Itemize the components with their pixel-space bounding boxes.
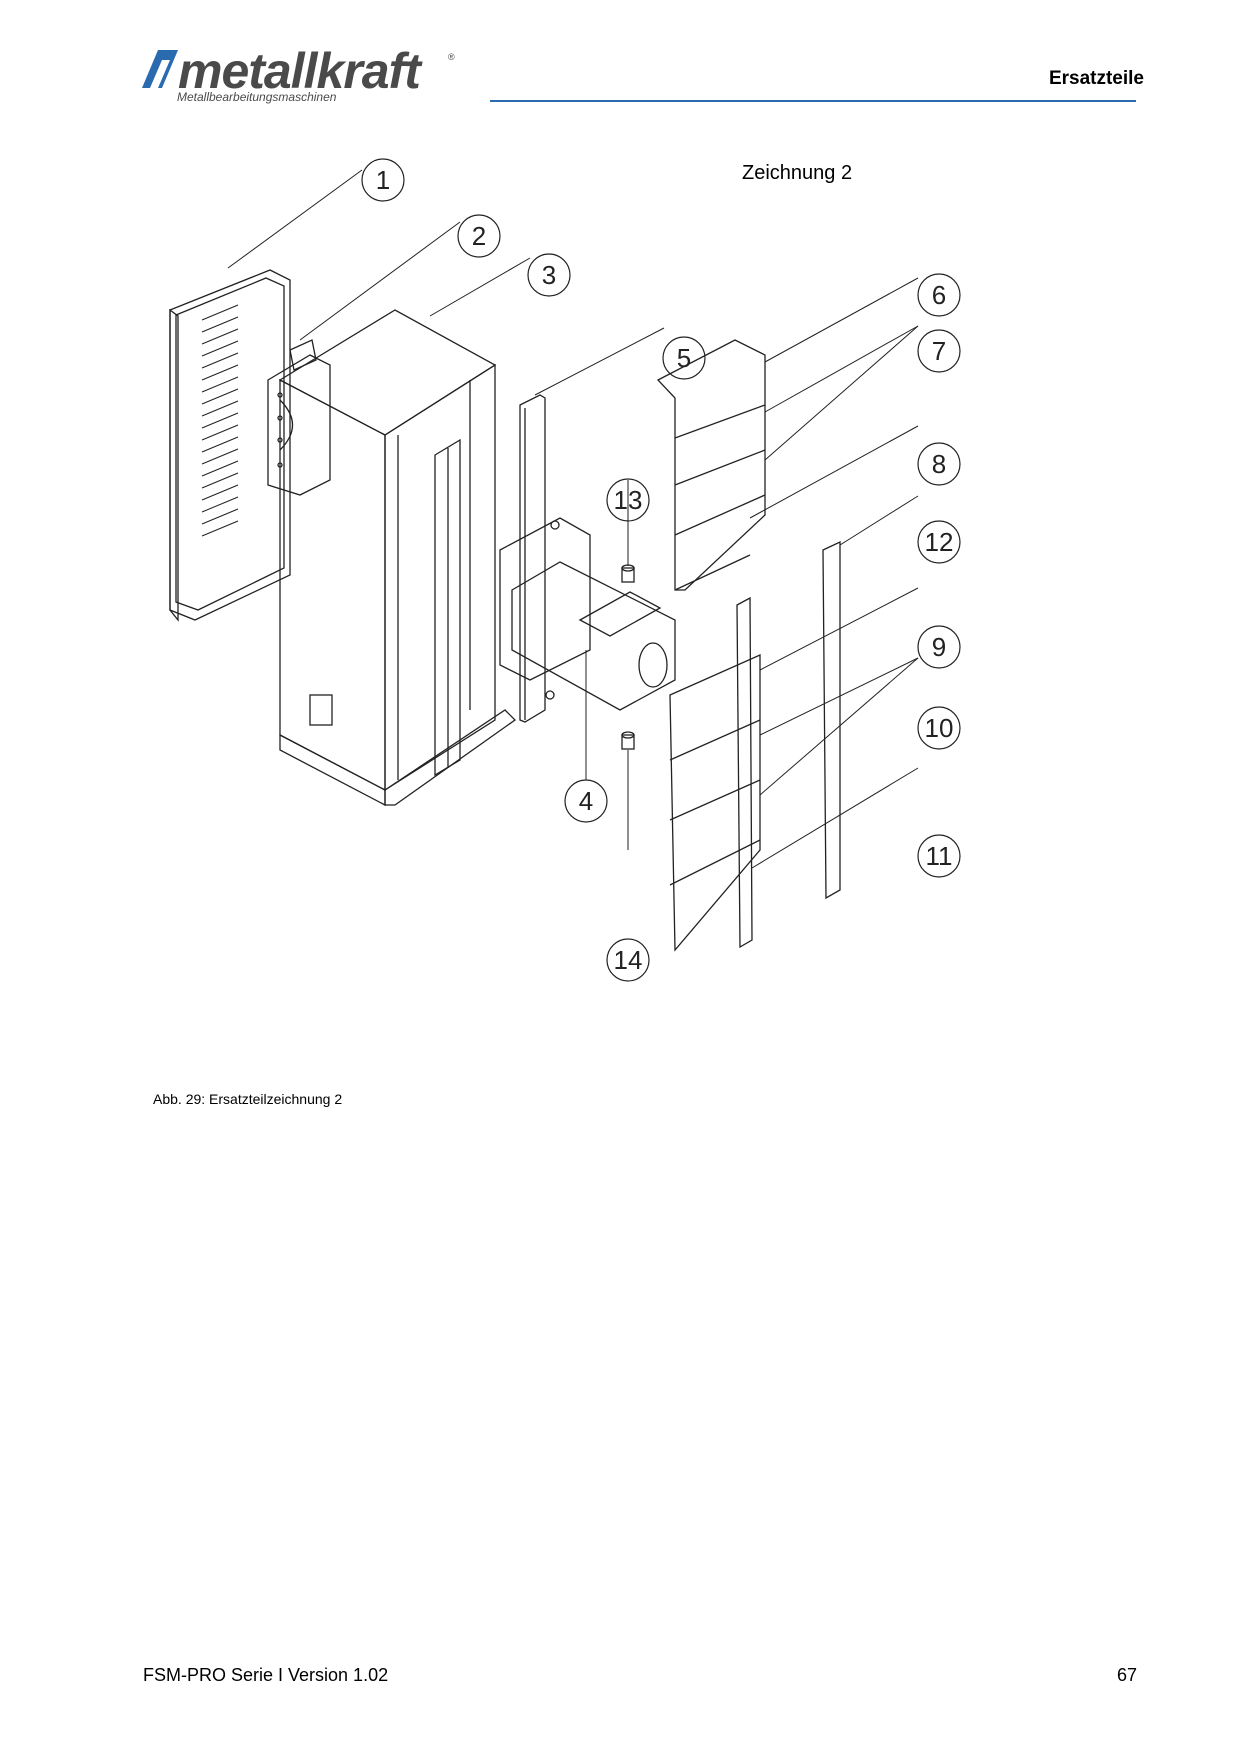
- drawing-title: Zeichnung 2: [742, 162, 853, 184]
- footer-document-title: FSM-PRO Serie I Version 1.02: [143, 1665, 389, 1685]
- callout-label-8: 8: [932, 449, 946, 479]
- callout-11: [917, 834, 961, 878]
- part-13-bushing: [621, 564, 635, 583]
- part-6-8-upper-covers: [656, 339, 766, 591]
- slide-rail: [434, 438, 461, 777]
- part-14-bushing: [621, 731, 635, 750]
- part-12-strip: [822, 540, 841, 900]
- part-1-louvre-panel: [169, 269, 291, 622]
- callout-bubbles: [361, 158, 961, 982]
- logo-registered-mark: ®: [448, 52, 455, 62]
- callout-label-11: 11: [926, 841, 953, 871]
- callout-4: [564, 779, 608, 823]
- part-9-11-lower-covers: [669, 596, 761, 952]
- callout-label-12: 12: [925, 527, 954, 557]
- logo-tagline: Metallbearbeitungsmaschinen: [177, 90, 337, 104]
- callout-5: [662, 336, 706, 380]
- part-5-vertical-bar: [519, 394, 546, 723]
- callout-1: [361, 158, 405, 202]
- callout-6: [917, 273, 961, 317]
- callout-label-5: 5: [677, 343, 691, 373]
- header-rule: [490, 100, 1136, 102]
- callout-label-7: 7: [932, 336, 946, 366]
- callout-9: [917, 625, 961, 669]
- figure-caption: Abb. 29: Ersatzteilzeichnung 2: [153, 1091, 343, 1107]
- part-3-column-body: [278, 309, 517, 807]
- callout-10: [917, 706, 961, 750]
- callout-label-2: 2: [472, 221, 486, 251]
- callout-label-3: 3: [542, 260, 556, 290]
- callout-13: [606, 478, 650, 522]
- callout-label-9: 9: [932, 632, 946, 662]
- callout-2: [457, 214, 501, 258]
- callout-14: [606, 938, 650, 982]
- logo-wordmark: metallkraft: [178, 43, 421, 99]
- callout-12: [917, 520, 961, 564]
- callout-labels: 1 2 3 4 5 6 7 8 9 10 11 12 13 14: [376, 165, 954, 975]
- callout-label-4: 4: [579, 786, 593, 816]
- section-title: Ersatzteile: [1048, 68, 1144, 89]
- logo-mark-icon: [142, 50, 178, 88]
- callout-8: [917, 442, 961, 486]
- part-2-bracket-plate: [267, 339, 331, 496]
- callout-label-6: 6: [932, 280, 946, 310]
- callout-label-14: 14: [614, 945, 643, 975]
- callout-label-13: 13: [614, 485, 643, 515]
- callout-label-10: 10: [925, 713, 954, 743]
- leader-lines: [227, 169, 919, 869]
- footer-page-number: 67: [1116, 1665, 1137, 1685]
- callout-3: [527, 253, 571, 297]
- part-4-arm-assembly: [499, 517, 676, 711]
- brand-logo: metallkraft ® Metallbearbeitungsmaschine…: [140, 43, 460, 108]
- exploded-drawing: 1 2 3 4 5 6 7 8 9 10 11 12 13 14: [169, 158, 961, 982]
- callout-7: [917, 329, 961, 373]
- callout-label-1: 1: [376, 165, 390, 195]
